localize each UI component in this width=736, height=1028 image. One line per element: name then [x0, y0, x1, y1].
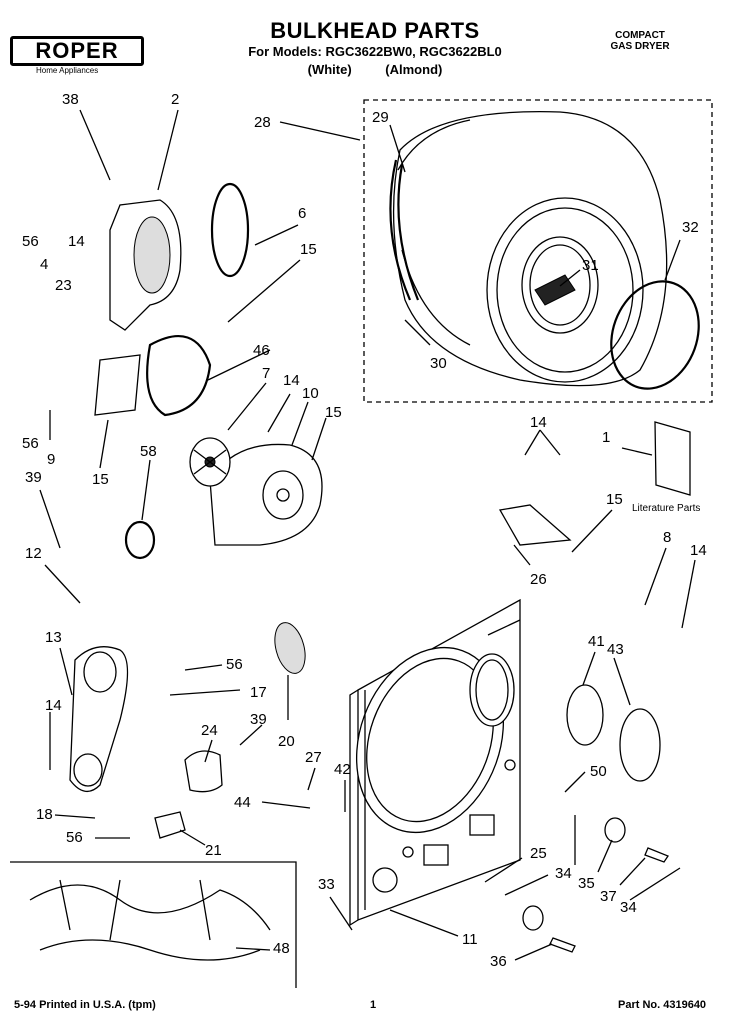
leader-lines: [39, 109, 696, 961]
callout-21: 21: [205, 842, 222, 859]
callout-20: 20: [278, 733, 295, 750]
blower-housing: [209, 443, 323, 546]
callout-37: 37: [600, 888, 617, 905]
callout-15c: 15: [92, 471, 109, 488]
roper-logo: ROPER Home Appliances: [10, 30, 148, 80]
blower-wheel: [189, 437, 231, 487]
literature-parts-label: Literature Parts: [632, 503, 701, 514]
callout-43: 43: [607, 641, 624, 658]
product-type-line1: COMPACT: [615, 30, 665, 41]
callout-44: 44: [234, 794, 251, 811]
callout-2: 2: [171, 91, 180, 108]
callout-10: 10: [302, 385, 319, 402]
callout-7: 7: [262, 365, 271, 382]
callout-8: 8: [663, 529, 672, 546]
callout-33: 33: [318, 876, 335, 893]
callout-6: 6: [298, 205, 307, 222]
callout-32: 32: [682, 219, 699, 236]
callout-11: 11: [462, 931, 478, 948]
harness-box: [10, 861, 297, 988]
callout-26: 26: [530, 571, 547, 588]
callout-56b: 56: [22, 435, 39, 452]
model-colors: (White) (Almond): [307, 62, 443, 77]
callout-48: 48: [273, 940, 290, 957]
callout-15b: 15: [325, 404, 342, 421]
seal-6: [210, 182, 250, 278]
seal-46: [146, 335, 212, 417]
callout-42: 42: [334, 761, 351, 778]
product-type-line2: GAS DRYER: [610, 41, 670, 52]
callout-35: 35: [578, 875, 595, 892]
callout-17: 17: [250, 684, 267, 701]
callout-41: 41: [588, 633, 605, 650]
callout-36: 36: [490, 953, 507, 970]
model-numbers: For Models: RGC3622BW0, RGC3622BL0: [248, 44, 502, 59]
bracket-plate: [94, 354, 141, 416]
callout-14a: 14: [68, 233, 85, 250]
callout-46: 46: [253, 342, 270, 359]
callout-4: 4: [40, 256, 49, 273]
callout-15a: 15: [300, 241, 317, 258]
page-number: 1: [370, 999, 377, 1011]
callout-24: 24: [201, 722, 218, 739]
wire-harness: [29, 879, 271, 961]
callout-56d: 56: [66, 829, 83, 846]
callout-18: 18: [36, 806, 53, 823]
callout-15d: 15: [606, 491, 623, 508]
callout-38: 38: [62, 91, 79, 108]
lint-duct: [109, 199, 182, 331]
callout-14d: 14: [690, 542, 707, 559]
product-type: COMPACT GAS DRYER: [600, 30, 680, 52]
drum-assembly-box: [363, 99, 713, 403]
callout-25: 25: [530, 845, 547, 862]
brand-name: ROPER: [10, 36, 144, 66]
callout-34b: 34: [620, 899, 637, 916]
callout-12: 12: [25, 545, 42, 562]
ring-58: [124, 520, 156, 560]
front-bulkhead: [349, 598, 521, 927]
page-title: BULKHEAD PARTS: [270, 18, 480, 43]
callout-39b: 39: [250, 711, 267, 728]
sensor: [154, 811, 186, 839]
drum: [389, 111, 668, 387]
callout-13: 13: [45, 629, 62, 646]
callout-28: 28: [254, 114, 271, 131]
callout-27: 27: [305, 749, 322, 766]
callout-34a: 34: [555, 865, 572, 882]
callout-56c: 56: [226, 656, 243, 673]
bearing-41: [566, 684, 604, 746]
callout-39a: 39: [25, 469, 42, 486]
callout-14b: 14: [283, 372, 300, 389]
callout-14c: 14: [530, 414, 547, 431]
callout-9: 9: [47, 451, 56, 468]
brand-subtitle: Home Appliances: [36, 66, 99, 75]
callout-1: 1: [602, 429, 611, 446]
callout-14e: 14: [45, 697, 62, 714]
igniter: [184, 750, 223, 793]
callout-30: 30: [430, 355, 447, 372]
callout-31: 31: [582, 257, 599, 274]
cover-43: [619, 708, 661, 782]
callout-58: 58: [140, 443, 157, 460]
callout-50: 50: [590, 763, 607, 780]
lint-screen: [274, 622, 306, 674]
callout-29: 29: [372, 109, 389, 126]
part-number: Part No. 4319640: [618, 999, 707, 1011]
literature-booklet: [654, 421, 691, 496]
callout-56a: 56: [22, 233, 39, 250]
callout-23: 23: [55, 277, 72, 294]
print-info: 5-94 Printed in U.S.A. (tpm): [14, 999, 156, 1011]
